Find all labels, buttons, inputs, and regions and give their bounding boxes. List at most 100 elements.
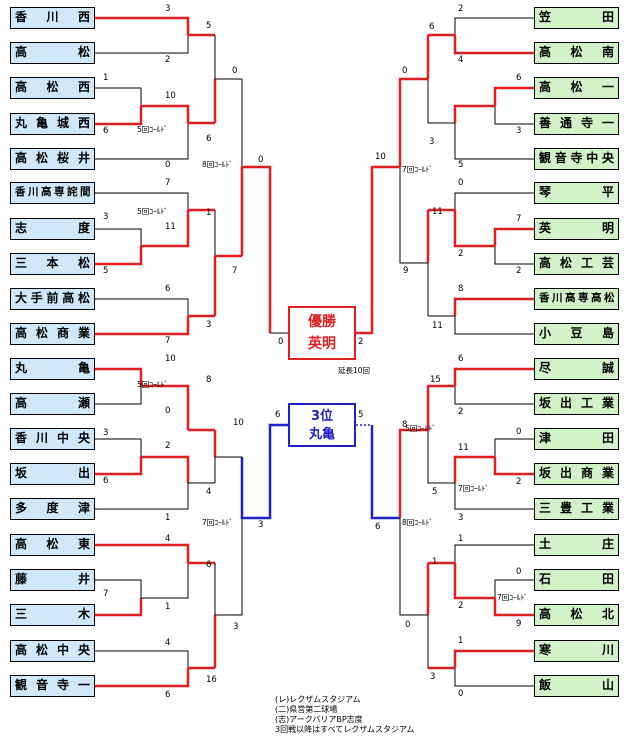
score-l19: 7 bbox=[232, 266, 238, 276]
third-place-path bbox=[370, 425, 400, 520]
score-l26: 2 bbox=[165, 441, 171, 451]
score-l27: 4 bbox=[206, 487, 212, 497]
winner-path bbox=[493, 457, 545, 476]
bracket-line bbox=[95, 438, 142, 457]
bracket-line bbox=[95, 35, 189, 54]
score-l16: 6 bbox=[165, 284, 171, 294]
score-r22: 0 bbox=[516, 427, 522, 437]
score-l9: 0 bbox=[232, 66, 238, 76]
left-team-13: 香川中央 bbox=[10, 428, 95, 450]
left-team-9: 大手前高松 bbox=[10, 288, 95, 310]
score-r31: 0 bbox=[516, 567, 522, 577]
legend-line: 3回戦以降はすべてレクザムスタジアム bbox=[275, 725, 415, 734]
left-team-11: 丸亀 bbox=[10, 358, 95, 380]
left-team-16: 高松東 bbox=[10, 534, 95, 556]
bracket-line bbox=[454, 483, 545, 510]
bracket-line bbox=[454, 386, 545, 405]
bracket-line bbox=[494, 579, 545, 598]
note-gold5-a: 5回ｺｰﾙﾄﾞ bbox=[137, 125, 169, 134]
winner-path bbox=[95, 106, 143, 126]
score-r27: 8 bbox=[402, 420, 408, 430]
winner-path bbox=[398, 77, 428, 167]
note-gold7-r2: 7回ｺｰﾙﾄﾞ bbox=[458, 484, 490, 493]
legend-line: (志)アークバリアBP志度 bbox=[275, 715, 363, 724]
score-r28: 6 bbox=[375, 522, 381, 532]
bracket-line bbox=[454, 316, 545, 335]
score-r32: 2 bbox=[458, 601, 464, 611]
score-l32: 7 bbox=[103, 589, 109, 599]
note-gold5-b: 5回ｺｰﾙﾄﾞ bbox=[137, 207, 169, 216]
score-l39: 6 bbox=[275, 410, 281, 420]
score-r19: 6 bbox=[458, 354, 464, 364]
score-l13: 11 bbox=[165, 222, 176, 232]
score-l15: 7 bbox=[165, 178, 171, 188]
winner-path bbox=[95, 246, 143, 266]
right-team-13: 津田 bbox=[534, 428, 619, 450]
note-gold7-l: 7回ｺｰﾙﾄﾞ bbox=[202, 518, 234, 527]
bracket-line bbox=[215, 78, 243, 167]
score-r26: 3 bbox=[458, 513, 464, 523]
bracket-line bbox=[95, 123, 189, 160]
score-r13: 11 bbox=[432, 207, 443, 217]
winner-path bbox=[453, 649, 545, 668]
third-place-path bbox=[240, 423, 288, 520]
bracket-line bbox=[95, 298, 189, 316]
left-team-7: 志度 bbox=[10, 218, 95, 240]
score-r11: 2 bbox=[516, 266, 522, 276]
right-team-3: 高松一 bbox=[534, 77, 619, 99]
score-l38: 16 bbox=[206, 675, 217, 685]
score-l25: 6 bbox=[103, 476, 109, 486]
note-gold7-r3: 7回ｺｰﾙﾄﾞ bbox=[497, 593, 529, 602]
bracket-line bbox=[427, 430, 455, 484]
left-team-20: 観音寺一 bbox=[10, 675, 95, 697]
bracket-line bbox=[95, 579, 142, 598]
winner-path bbox=[453, 210, 495, 248]
score-r17: 9 bbox=[403, 266, 409, 276]
bracket-line bbox=[454, 123, 545, 160]
note-gold5-r: 5回ｺｰﾙﾄﾞ bbox=[405, 424, 437, 433]
score-l36: 6 bbox=[165, 690, 171, 700]
score-r20: 2 bbox=[458, 407, 464, 417]
right-team-1: 笠田 bbox=[534, 7, 619, 29]
score-l31: 4 bbox=[165, 534, 171, 544]
score-r5: 6 bbox=[429, 22, 435, 32]
right-team-9: 香川高専高松 bbox=[534, 288, 619, 310]
score-r9: 10 bbox=[375, 152, 386, 162]
bracket-line bbox=[95, 650, 189, 668]
score-r10: 7 bbox=[516, 214, 522, 224]
score-l29: 10 bbox=[233, 418, 244, 428]
note-gold7-r1: 7回ｺｰﾙﾄﾞ bbox=[402, 165, 434, 174]
score-r14: 2 bbox=[458, 249, 464, 259]
winner-path bbox=[95, 367, 143, 386]
bracket-line bbox=[399, 518, 428, 616]
score-r23: 2 bbox=[516, 477, 522, 487]
score-l1: 3 bbox=[165, 4, 171, 14]
left-team-3: 高松西 bbox=[10, 77, 95, 99]
right-team-11: 尽誠 bbox=[534, 358, 619, 380]
right-team-16: 土庄 bbox=[534, 534, 619, 556]
right-team-10: 小豆島 bbox=[534, 323, 619, 345]
bracket-line bbox=[95, 192, 189, 210]
score-r38: 3 bbox=[430, 672, 436, 682]
note-gold8: 8回ｺｰﾙﾄﾞ bbox=[202, 160, 234, 169]
winner-path bbox=[493, 86, 545, 106]
right-team-8: 高松工芸 bbox=[534, 253, 619, 275]
winner-path bbox=[453, 104, 495, 123]
left-team-14: 坂出 bbox=[10, 463, 95, 485]
winner-path bbox=[356, 165, 400, 335]
score-r30: 1 bbox=[458, 534, 464, 544]
winner-path bbox=[453, 297, 545, 316]
score-l14: 1 bbox=[206, 208, 212, 218]
bracket-line bbox=[454, 668, 545, 687]
score-l30: 3 bbox=[258, 520, 264, 530]
right-team-20: 飯山 bbox=[534, 675, 619, 697]
third-place-box: 3位 丸亀 bbox=[288, 403, 356, 447]
right-team-4: 善通寺一 bbox=[534, 113, 619, 135]
left-team-15: 多度津 bbox=[10, 498, 95, 520]
winner-path bbox=[95, 316, 190, 336]
champion-team: 英明 bbox=[308, 336, 336, 352]
left-team-6: 香川高専詫間 bbox=[10, 182, 95, 204]
legend-line: (二)県営第二球場 bbox=[275, 705, 338, 714]
right-team-17: 石田 bbox=[534, 569, 619, 591]
score-l34: 6 bbox=[206, 560, 212, 570]
